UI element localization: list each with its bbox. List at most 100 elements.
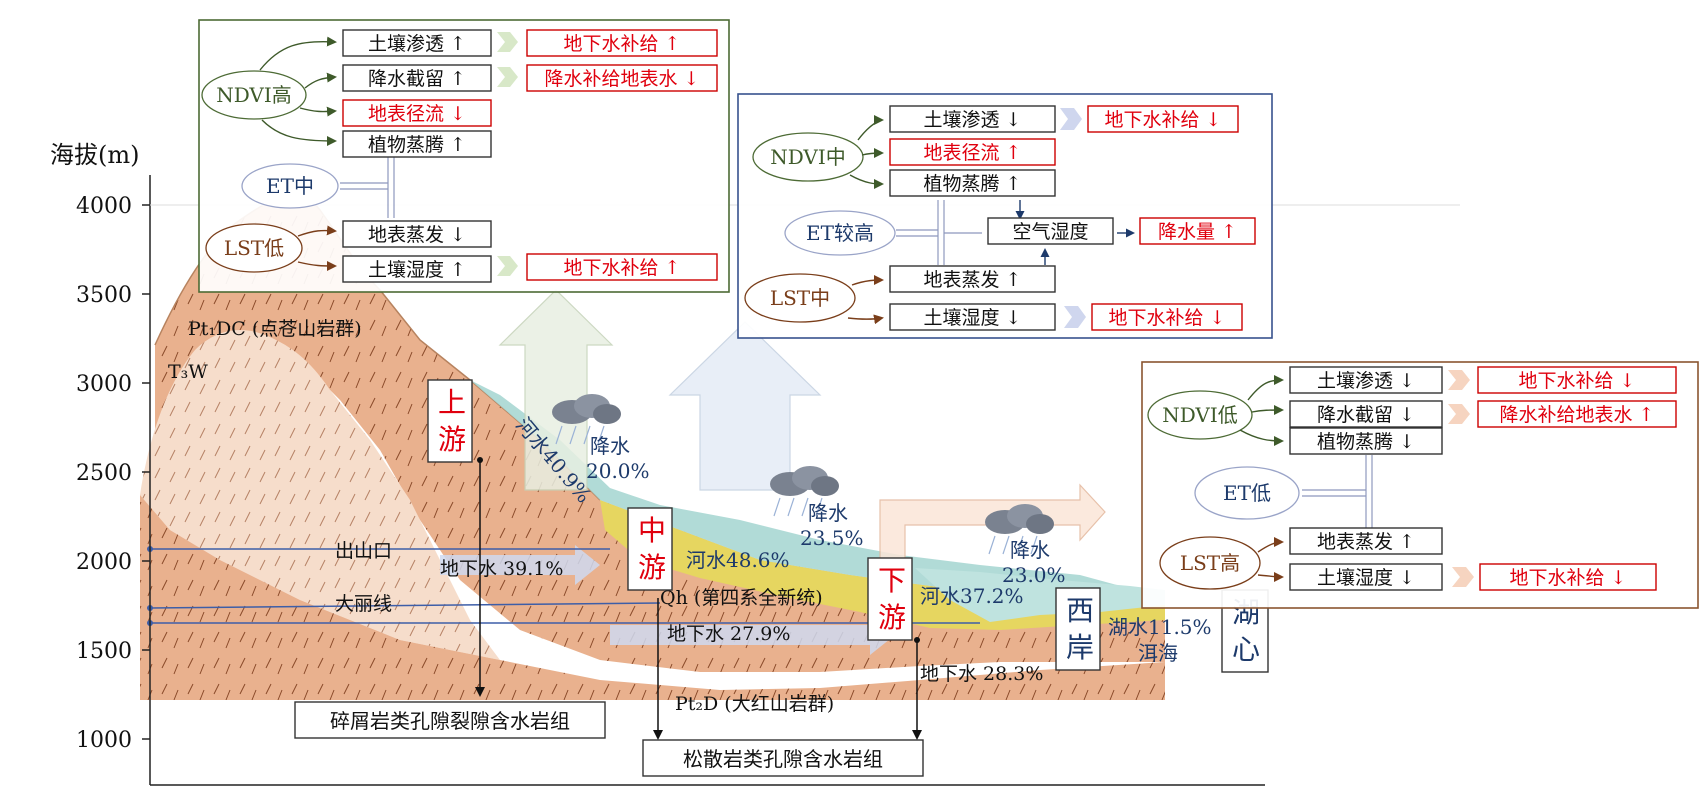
geology-qh: Qh (第四系全新统) [660, 587, 823, 609]
panel-mid-item-text: 土壤渗透 ↓ [924, 109, 1022, 131]
geology-pt1dc: Pt₁DC (点苍山岩群) [188, 318, 362, 340]
svg-text:松散岩类孔隙含水岩组: 松散岩类孔隙含水岩组 [683, 747, 883, 771]
panel-up-item [342, 130, 492, 158]
axis-tick-label: 1500 [76, 639, 132, 664]
panel-down-result [1477, 366, 1677, 394]
panel-down-item [1289, 400, 1443, 428]
outlet-label: 出山口 [335, 540, 392, 562]
et-high-label: ET较高 [806, 221, 874, 245]
upward-arrow-up [498, 289, 614, 491]
river-downstream-label: 河水37.2% [920, 584, 1024, 608]
lake-water [915, 568, 1165, 622]
reach-upstream: 上 游 [427, 379, 473, 463]
rain-cloud-icon-mid [770, 466, 839, 517]
panel-down-item-text: 降水截留 ↓ [1317, 404, 1415, 426]
panel-mid-item-text: 土壤湿度 ↓ [924, 307, 1022, 329]
panel-downstream: NDVI低 ET低 LST高 土壤渗透 ↓降水截留 ↓植物蒸腾 ↓地表蒸发 ↑土… [1141, 361, 1699, 609]
ndvi-low-label: NDVI低 [1162, 403, 1238, 427]
geology-t3w: T₃W [168, 361, 208, 383]
panel-up-item-text: 地表蒸发 ↓ [368, 224, 466, 246]
svg-text:上: 上 [438, 386, 466, 419]
svg-text:下: 下 [878, 564, 906, 597]
groundwater-upstream-label: 地下水 39.1% [440, 558, 563, 580]
groundwater-downstream-label: 地下水 28.3% [920, 663, 1043, 685]
dali-line-label: 大丽线 [335, 593, 392, 615]
aquifer-clastic: 碎屑岩类孔隙裂隙含水岩组 [294, 701, 606, 739]
panel-down-item [1289, 563, 1443, 591]
aquifer-loose: 松散岩类孔隙含水岩组 [642, 739, 924, 777]
panel-down-result-text: 地下水补给 ↓ [1510, 567, 1627, 589]
upward-arrow-mid [668, 321, 822, 491]
panel-mid-item [889, 138, 1056, 166]
axis-tick-label: 2500 [76, 461, 132, 486]
reach-downstream: 下 游 [867, 557, 913, 641]
panel-mid-result [1139, 217, 1256, 245]
panel-mid-result-text: 降水量 ↑ [1158, 221, 1237, 243]
panel-up-result [526, 64, 718, 92]
panel-mid-item [889, 265, 1056, 293]
panel-mid-item [889, 303, 1056, 331]
panel-upstream: NDVI高 ET中 LST低 土壤渗透 ↑ 降水截留 ↑ 地表径流 ↓ 植物蒸腾 ↑ 地… [198, 19, 730, 293]
reach-west-bank: 西 岸 [1055, 587, 1101, 671]
axis-tick-label: 1000 [76, 728, 132, 753]
panel-up-result [526, 253, 718, 281]
river-water [470, 380, 1165, 604]
geology-pt2d: Pt₂D (大红山岩群) [675, 693, 834, 715]
panel-up-item [342, 29, 492, 57]
panel-up-item-text: 植物蒸腾 ↑ [368, 134, 466, 156]
ndvi-high-label: NDVI高 [216, 83, 292, 107]
rain-midstream-label: 降水 [808, 501, 848, 525]
panel-mid-result [1087, 105, 1239, 133]
river-midstream-label: 河水48.6% [686, 548, 790, 572]
panel-down-result [1477, 400, 1677, 428]
lst-low-label: LST低 [224, 236, 284, 260]
axis-tick-label: 3000 [76, 372, 132, 397]
lake-share-label: 湖水11.5% [1108, 615, 1212, 639]
ndvi-mid-label: NDVI中 [770, 145, 846, 169]
panel-mid-result-text: 地下水补给 ↓ [1105, 109, 1222, 131]
panel-mid-item-text: 植物蒸腾 ↑ [924, 173, 1022, 195]
axis-tick-label: 3500 [76, 283, 132, 308]
dali-line [149, 602, 661, 609]
svg-text:游: 游 [638, 551, 666, 584]
panel-down-result-text: 降水补给地表水 ↑ [1500, 404, 1655, 426]
svg-text:西: 西 [1066, 594, 1094, 627]
et-low-label: ET低 [1223, 481, 1271, 505]
panel-mid-item-text: 地表蒸发 ↑ [924, 269, 1022, 291]
panel-up-item-text: 降水截留 ↑ [368, 68, 466, 90]
panel-down-result [1479, 563, 1657, 591]
panel-down-item-text: 土壤湿度 ↓ [1317, 567, 1415, 589]
reach-midstream: 中 游 [627, 507, 673, 591]
panel-up-item-text: 土壤渗透 ↑ [368, 33, 466, 55]
panel-down-result-text: 地下水补给 ↓ [1519, 370, 1636, 392]
groundwater-midstream-label: 地下水 27.9% [667, 623, 790, 645]
panel-mid-result [1091, 303, 1243, 331]
panel-up-item [342, 99, 492, 127]
panel-up-item [342, 255, 492, 283]
axis-tick-label: 2000 [76, 550, 132, 575]
svg-text:游: 游 [878, 601, 906, 634]
rain-downstream-value: 23.0% [1002, 563, 1066, 587]
rain-cloud-icon-down [985, 504, 1054, 555]
panel-mid-item [987, 217, 1114, 245]
panel-down-item [1289, 527, 1443, 555]
svg-text:中: 中 [638, 514, 666, 547]
svg-text:心: 心 [1232, 633, 1260, 666]
rain-upstream-value: 20.0% [586, 459, 650, 483]
panel-mid-result-text: 地下水补给 ↓ [1109, 307, 1226, 329]
panel-up-result-text: 地下水补给 ↑ [564, 257, 681, 279]
svg-text:游: 游 [438, 423, 466, 456]
panel-down-item [1289, 366, 1443, 394]
panel-down-item-text: 土壤渗透 ↓ [1317, 370, 1415, 392]
panel-midstream: NDVI中 ET较高 LST中 土壤渗透 ↓地表径流 ↑植物蒸腾 ↑空气湿度地表… [737, 93, 1273, 339]
panel-up-result-text: 降水补给地表水 ↓ [545, 68, 700, 90]
axis-tick-label: 4000 [76, 194, 132, 219]
et-mid-label: ET中 [266, 174, 314, 198]
panel-up-item-text: 土壤湿度 ↑ [368, 259, 466, 281]
rain-midstream-value: 23.5% [800, 526, 864, 550]
panel-up-item [342, 220, 492, 248]
panel-up-item-text: 地表径流 ↓ [368, 103, 466, 125]
panel-mid-item [889, 169, 1056, 197]
svg-text:碎屑岩类孔隙裂隙含水岩组: 碎屑岩类孔隙裂隙含水岩组 [330, 709, 570, 733]
panel-up-result-text: 地下水补给 ↑ [564, 33, 681, 55]
